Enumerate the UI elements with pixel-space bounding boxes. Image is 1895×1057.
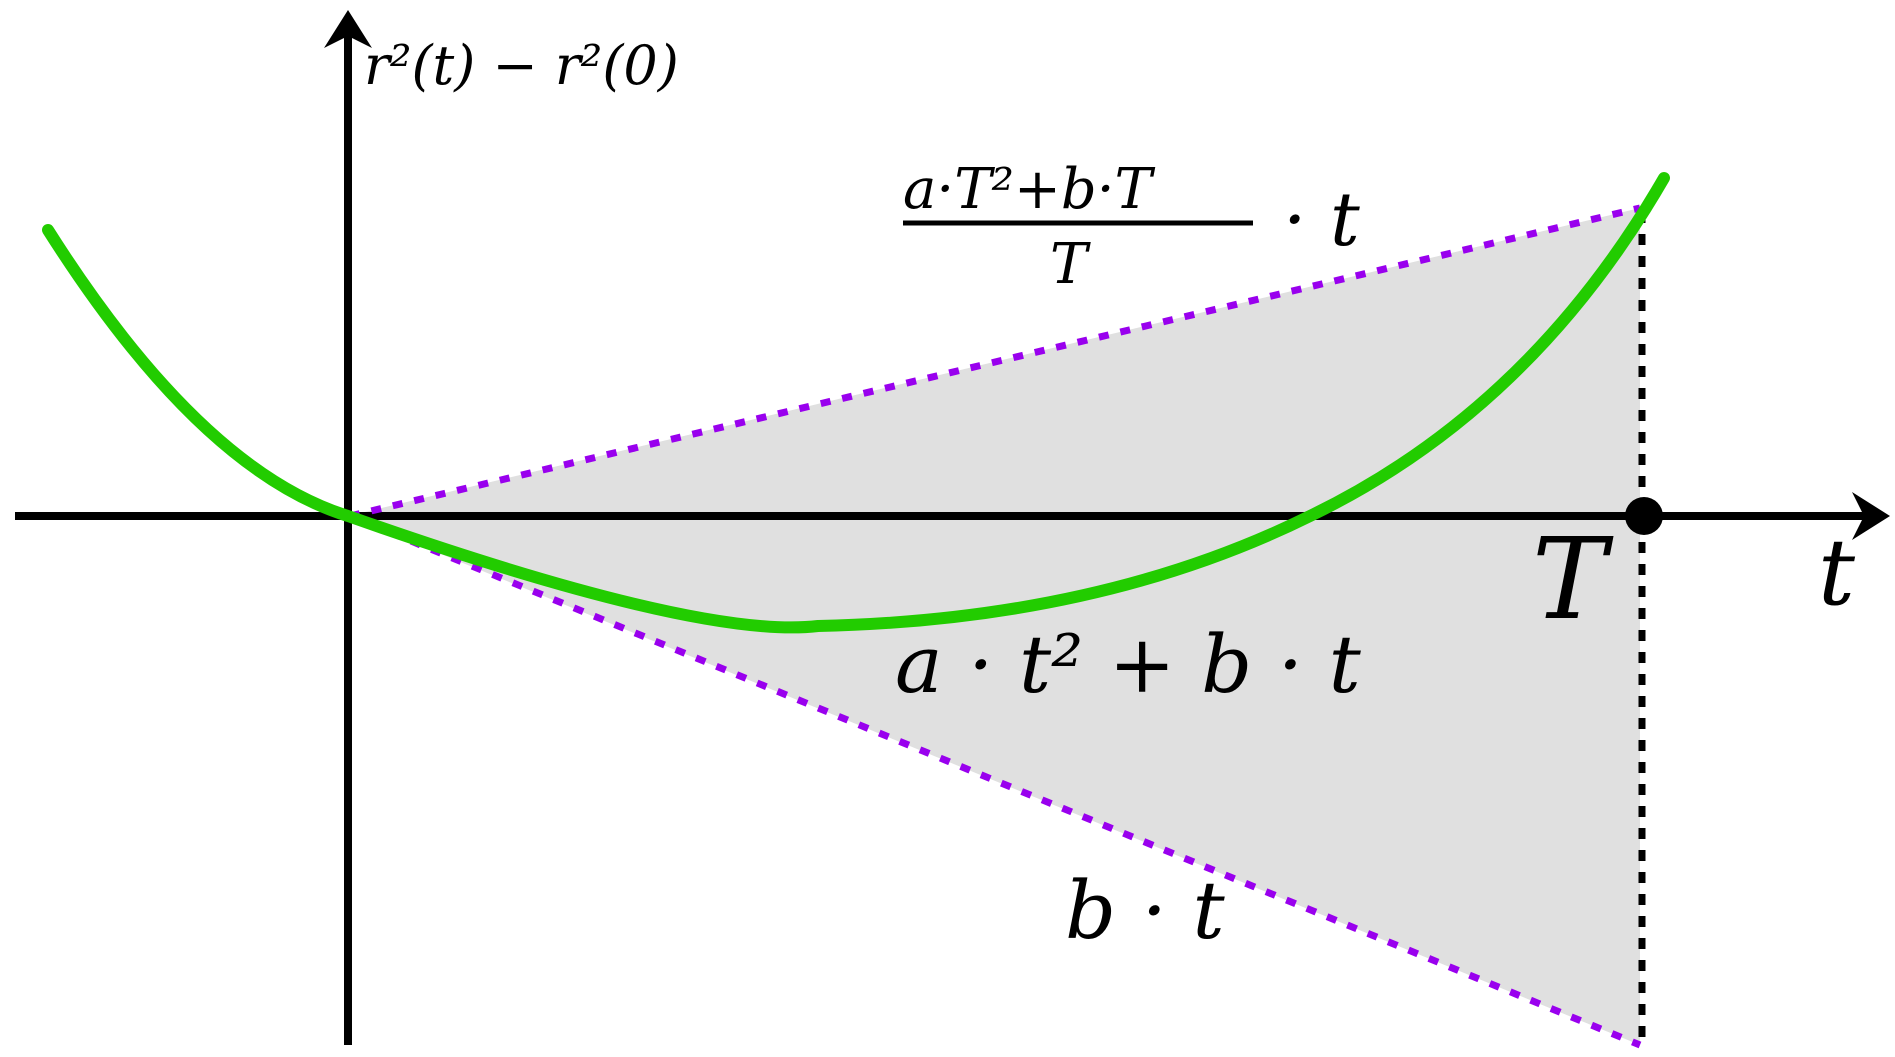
y-axis-label: r²(t) − r²(0) [364, 34, 679, 97]
parabola-label: a · t² + b · t [895, 618, 1362, 711]
upper-line-denominator: T [1050, 232, 1091, 297]
x-axis-arrowhead [1852, 492, 1890, 540]
t-point-marker [1625, 497, 1663, 535]
shaded-region [348, 208, 1640, 1045]
lower-line-label: b · t [1065, 864, 1226, 957]
x-axis-label: t [1818, 519, 1856, 626]
parabola-curve [42, 172, 1670, 634]
upper-line-numerator: a·T²+b·T [903, 157, 1156, 222]
t-marker-label: T [1532, 515, 1614, 645]
upper-dotted-line [349, 204, 1641, 520]
y-axis-arrowhead [324, 10, 372, 48]
upper-line-factor: · t [1283, 177, 1360, 263]
